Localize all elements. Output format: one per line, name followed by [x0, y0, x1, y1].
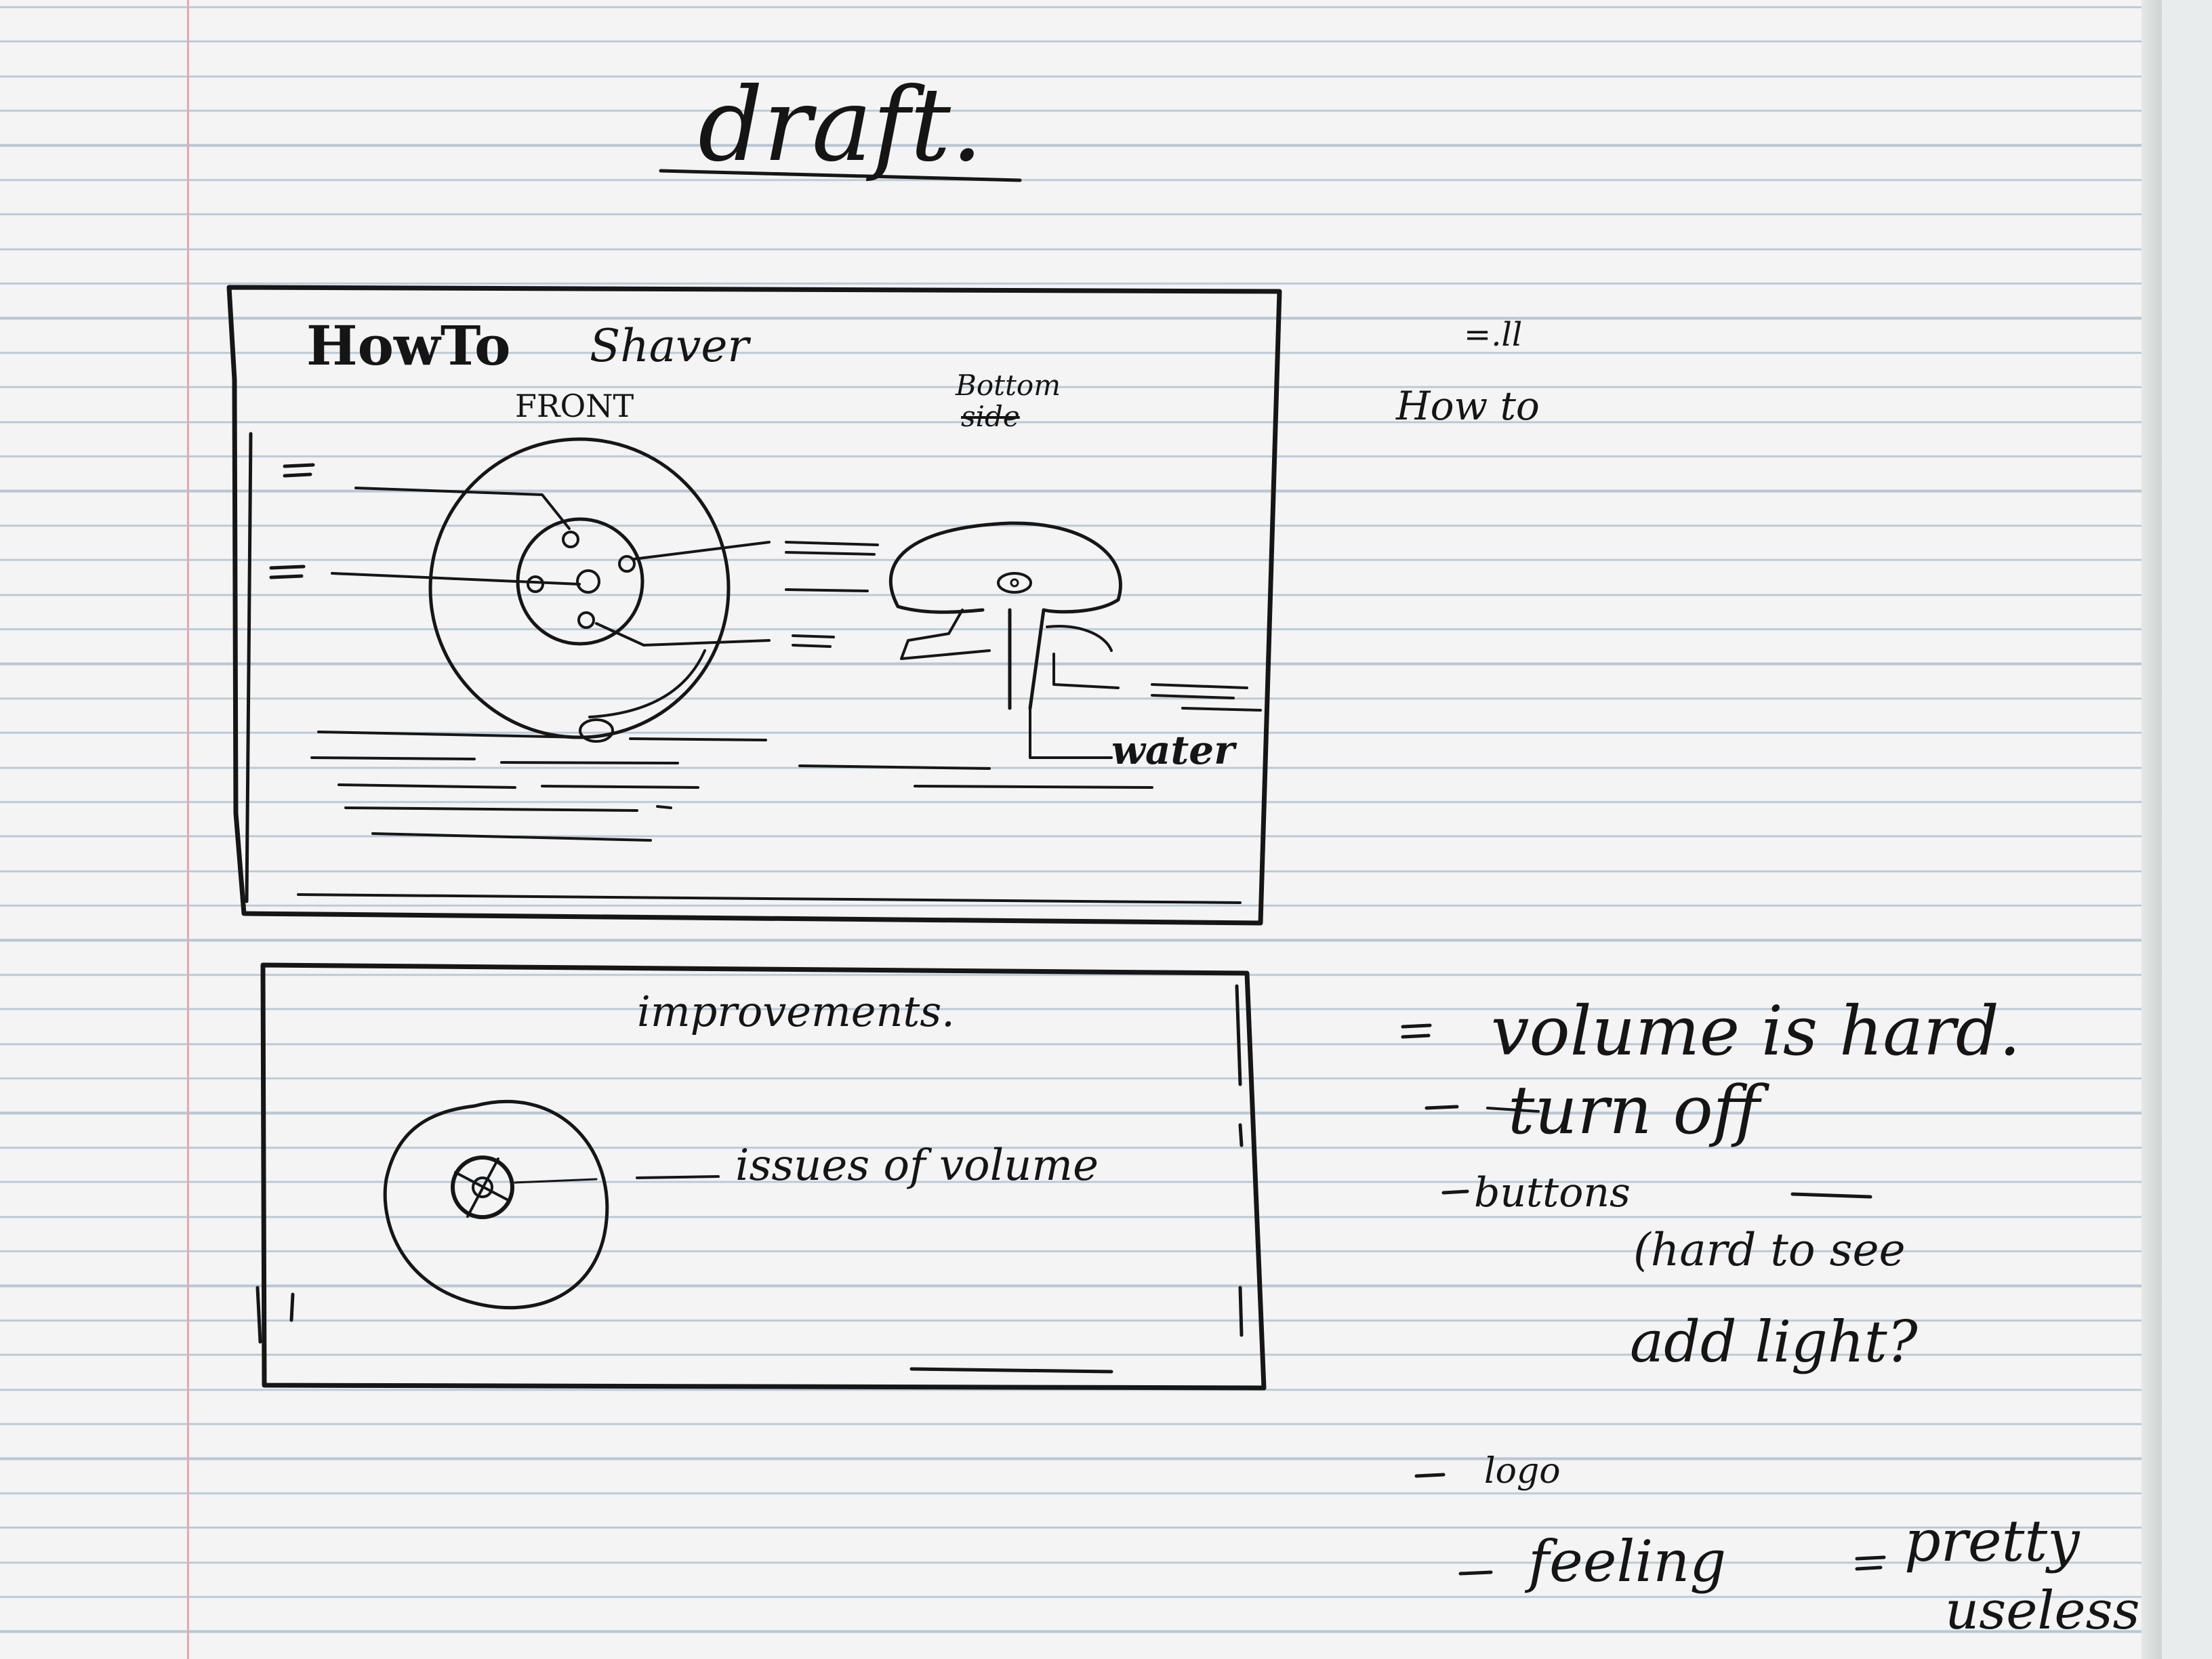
paper-edge	[2142, 0, 2162, 1659]
label-bottom: Bottom	[956, 369, 1061, 402]
note-line-5: add light?	[1630, 1309, 1918, 1375]
bottom-view-drawing	[888, 521, 1262, 759]
top-panel-text-lines	[297, 731, 1242, 904]
margin-mark: =.ll	[1464, 316, 1523, 354]
title-underline	[659, 169, 1022, 182]
page-title: draft.	[698, 66, 983, 184]
note-line-6: logo	[1484, 1451, 1561, 1492]
top-panel-left-tick	[245, 432, 253, 903]
note-line-9: useless	[1945, 1580, 2140, 1641]
note-line-1: volume is hard.	[1491, 991, 2021, 1071]
label-side: side	[961, 400, 1020, 433]
notebook-paper	[0, 0, 2162, 1659]
improvement-drawing	[383, 1100, 720, 1310]
note-line-2: turn off	[1508, 1072, 1761, 1149]
front-view-drawing	[269, 437, 879, 743]
margin-note: How to	[1396, 383, 1540, 429]
note-line-7: feeling	[1528, 1528, 1727, 1595]
label-front: FRONT	[515, 388, 634, 424]
note-line-4: (hard to see	[1633, 1224, 1906, 1276]
label-water: water	[1111, 727, 1235, 773]
top-panel-heading-right: Shaver	[590, 320, 749, 372]
improvement-callout: issues of volume	[735, 1141, 1099, 1191]
top-panel-heading-left: HowTo	[306, 314, 511, 377]
top-panel-frame	[226, 285, 1282, 926]
bottom-panel-frame	[260, 962, 1267, 1391]
notes-bullets	[1401, 1023, 1886, 1576]
note-line-8: pretty	[1904, 1508, 2080, 1574]
paper-margin-line	[187, 0, 189, 1659]
note-line-3: buttons	[1474, 1169, 1631, 1216]
bottom-panel-heading: improvements.	[637, 987, 955, 1036]
